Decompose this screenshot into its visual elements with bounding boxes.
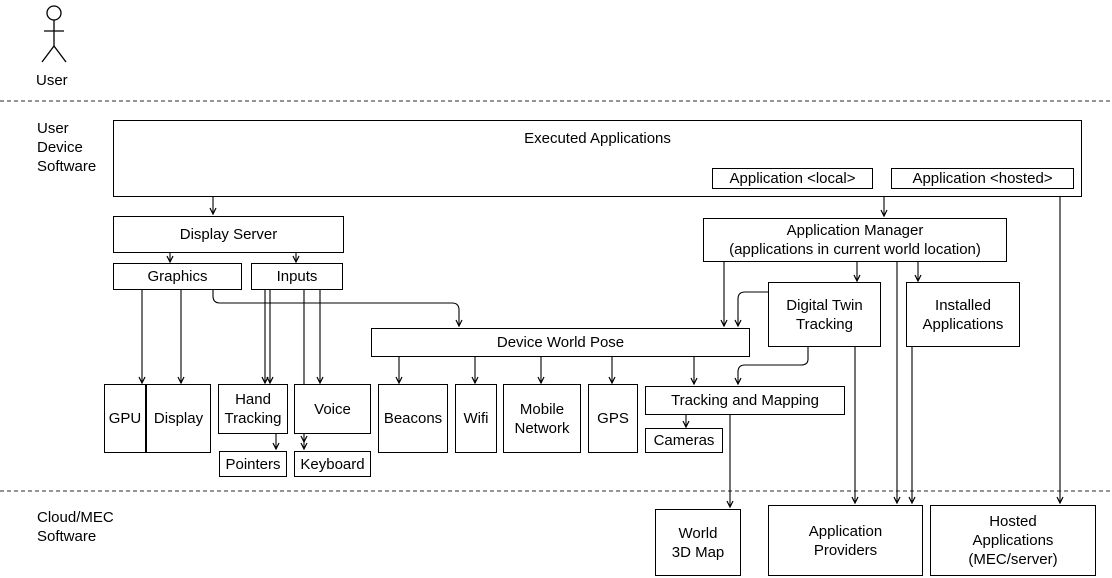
inputs-box: Inputs — [251, 263, 343, 290]
device-zone-label: User Device Software — [37, 120, 97, 175]
mobile-network-box: Mobile Network — [503, 384, 581, 453]
arrow-graphics-to-pose — [212, 290, 459, 326]
display-server-box: Display Server — [113, 216, 344, 253]
installed-applications-box: Installed Applications — [906, 282, 1020, 347]
wifi-box: Wifi — [455, 384, 497, 453]
pointers-box: Pointers — [219, 451, 287, 477]
world-3d-map-box: World 3D Map — [655, 509, 741, 576]
voice-box: Voice — [294, 384, 371, 434]
line-twin-to-tracking — [745, 347, 809, 366]
application-hosted-box: Application <hosted> — [891, 168, 1074, 189]
user-actor-icon — [41, 5, 67, 63]
hand-tracking-box: Hand Tracking — [218, 384, 288, 434]
gps-box: GPS — [588, 384, 638, 453]
application-manager-box: Application Manager (applications in cur… — [703, 218, 1007, 262]
keyboard-box: Keyboard — [294, 451, 371, 477]
cameras-box: Cameras — [645, 428, 723, 453]
beacons-box: Beacons — [378, 384, 448, 453]
tracking-and-mapping-box: Tracking and Mapping — [645, 386, 845, 415]
gpu-box: GPU — [104, 384, 146, 453]
device-world-pose-box: Device World Pose — [371, 328, 750, 357]
cloud-zone-label: Cloud/MEC Software — [37, 509, 114, 545]
arrow-twin-to-pose — [738, 291, 768, 326]
application-providers-box: Application Providers — [768, 505, 923, 576]
display-box: Display — [146, 384, 211, 453]
hosted-applications-box: Hosted Applications (MEC/server) — [930, 505, 1096, 576]
application-local-box: Application <local> — [712, 168, 873, 189]
arrow-pose-side-to-tracking — [738, 364, 749, 384]
user-actor-label: User — [36, 72, 68, 89]
digital-twin-tracking-box: Digital Twin Tracking — [768, 282, 881, 347]
graphics-box: Graphics — [113, 263, 242, 290]
